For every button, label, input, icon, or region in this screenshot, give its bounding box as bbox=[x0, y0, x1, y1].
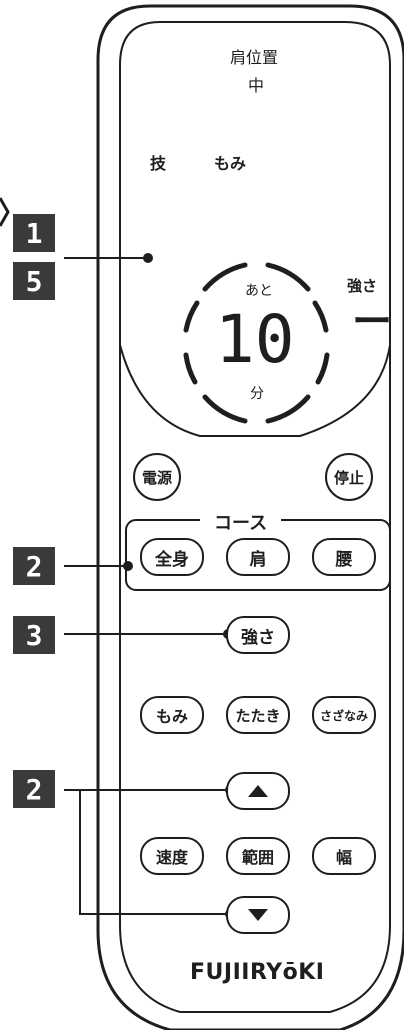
strength-indicator-label: 強さ bbox=[347, 277, 378, 295]
leader-dot-course bbox=[123, 561, 133, 571]
timer-ring-segment bbox=[265, 394, 311, 424]
strength-button[interactable]: 強さ bbox=[226, 616, 290, 654]
remote-body-outline bbox=[96, 4, 404, 1030]
tapping-button[interactable]: たたき bbox=[226, 696, 290, 734]
timer-ring-segment bbox=[315, 352, 330, 385]
shoulder-position-label: 肩位置 bbox=[230, 48, 279, 67]
kneading-button[interactable]: もみ bbox=[140, 696, 204, 734]
timer-ring-segment bbox=[265, 262, 311, 292]
timer-value: 10 bbox=[215, 301, 295, 378]
down-button[interactable] bbox=[226, 896, 290, 934]
speed-button[interactable]: 速度 bbox=[140, 837, 204, 875]
remote-inner-outline bbox=[119, 21, 391, 1013]
brand-logo: FUJIIRYōKI bbox=[190, 960, 325, 985]
technique-label: 技 bbox=[150, 154, 167, 173]
edge-arrow-fragment bbox=[0, 197, 10, 227]
timer-ring-segment bbox=[202, 394, 248, 424]
minutes-label: 分 bbox=[250, 386, 264, 402]
callout-badge: 2 bbox=[13, 547, 55, 585]
stop-button[interactable]: 停止 bbox=[325, 453, 373, 501]
shoulder-position-value: 中 bbox=[248, 76, 265, 95]
width-button[interactable]: 幅 bbox=[312, 837, 376, 875]
technique-value: もみ bbox=[214, 154, 247, 173]
down-arrow-icon bbox=[248, 909, 268, 921]
display-screen-outline bbox=[119, 344, 391, 437]
whole-body-button[interactable]: 全身 bbox=[140, 538, 204, 576]
callout-badge: 1 bbox=[13, 214, 55, 252]
leader-dot-power bbox=[143, 253, 153, 263]
up-arrow-icon bbox=[248, 785, 268, 797]
wave-button[interactable]: さざなみ bbox=[312, 696, 376, 734]
course-label: コース bbox=[200, 509, 282, 535]
callout-badge: 5 bbox=[13, 262, 55, 300]
strength-indicator-value: ー bbox=[352, 299, 392, 345]
leader-lines bbox=[64, 253, 235, 919]
timer-ring-segment bbox=[312, 300, 329, 333]
timer-ring-segment bbox=[202, 262, 248, 292]
timer-ring bbox=[183, 262, 330, 424]
waist-button[interactable]: 腰 bbox=[312, 538, 376, 576]
timer-ring-segment bbox=[183, 300, 200, 333]
timer-ring-segment bbox=[183, 352, 198, 385]
up-button[interactable] bbox=[226, 772, 290, 810]
shoulder-button[interactable]: 肩 bbox=[226, 538, 290, 576]
power-button[interactable]: 電源 bbox=[133, 453, 181, 501]
range-button[interactable]: 範囲 bbox=[226, 837, 290, 875]
remaining-label: あと bbox=[245, 283, 273, 299]
callout-badge: 2 bbox=[13, 770, 55, 808]
callout-badge: 3 bbox=[13, 616, 55, 654]
leader-line-down bbox=[79, 790, 230, 915]
